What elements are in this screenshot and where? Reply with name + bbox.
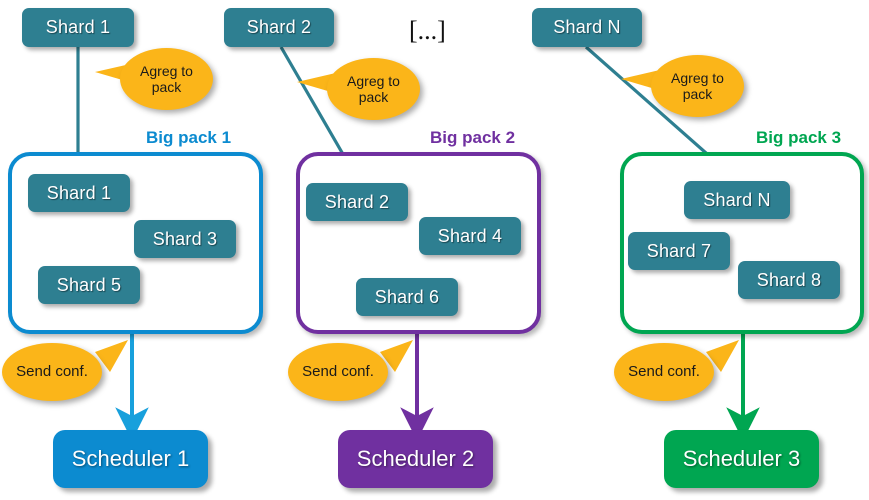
pack-3-shard-n[interactable]: Shard N	[684, 181, 790, 219]
top-shard-1[interactable]: Shard 1	[22, 8, 134, 47]
callout-send-conf-1: Send conf.	[2, 343, 102, 401]
pack-1-shard-3-label: Shard 3	[152, 228, 218, 249]
pack-3-shard-8-label: Shard 8	[756, 269, 822, 290]
ellipsis-marker: [...]	[409, 16, 446, 45]
callout-send-conf-2: Send conf.	[288, 343, 388, 401]
top-shard-1-label: Shard 1	[45, 17, 111, 37]
pack-1-shard-5-label: Shard 5	[56, 274, 122, 295]
pack-3-shard-8[interactable]: Shard 8	[738, 261, 840, 299]
scheduler-3[interactable]: Scheduler 3	[664, 430, 819, 488]
callout-send-conf-1-label: Send conf.	[16, 363, 88, 381]
pack-2-shard-4-label: Shard 4	[437, 225, 503, 246]
callout-agreg-to-pack-3: Agreg to pack	[651, 55, 744, 117]
callout-send-conf-2-label: Send conf.	[302, 363, 374, 381]
pack-1-shard-1[interactable]: Shard 1	[28, 174, 130, 212]
callout-agreg-1-line1: Agreg to	[140, 62, 193, 79]
pack-1-shard-1-label: Shard 1	[46, 182, 112, 203]
top-shard-2[interactable]: Shard 2	[224, 8, 334, 47]
pack-2-shard-4[interactable]: Shard 4	[419, 217, 521, 255]
callout-send-conf-3-label: Send conf.	[628, 363, 700, 381]
pack-3-shard-7-label: Shard 7	[646, 240, 712, 261]
scheduler-2[interactable]: Scheduler 2	[338, 430, 493, 488]
callout-agreg-2-line1: Agreg to	[347, 72, 400, 89]
callout-agreg-3-line2: pack	[682, 86, 713, 102]
pack-3-shard-n-label: Shard N	[703, 189, 771, 210]
top-shard-n[interactable]: Shard N	[532, 8, 642, 47]
pack-1-shard-3[interactable]: Shard 3	[134, 220, 236, 258]
top-shard-2-label: Shard 2	[246, 17, 312, 37]
callout-agreg-to-pack-2: Agreg to pack	[327, 58, 420, 120]
callout-agreg-3-line1: Agreg to	[671, 69, 724, 86]
callout-send-conf-3: Send conf.	[614, 343, 714, 401]
pack-2-shard-6-label: Shard 6	[374, 286, 440, 307]
pack-3-label: Big pack 3	[756, 128, 842, 147]
pack-2-shard-2-label: Shard 2	[324, 191, 390, 212]
callout-agreg-1-line2: pack	[151, 79, 182, 95]
scheduler-3-label: Scheduler 3	[682, 446, 801, 471]
callout-agreg-2-line2: pack	[358, 89, 389, 105]
pack-1-shard-5[interactable]: Shard 5	[38, 266, 140, 304]
pack-3-shard-7[interactable]: Shard 7	[628, 232, 730, 270]
pack-2-shard-2[interactable]: Shard 2	[306, 183, 408, 221]
top-shard-n-label: Shard N	[553, 17, 621, 37]
callout-agreg-to-pack-1: Agreg to pack	[120, 48, 213, 110]
scheduler-1[interactable]: Scheduler 1	[53, 430, 208, 488]
pack-1-label: Big pack 1	[146, 128, 232, 147]
scheduler-1-label: Scheduler 1	[71, 446, 190, 471]
pack-2-shard-6[interactable]: Shard 6	[356, 278, 458, 316]
pack-2-label: Big pack 2	[430, 128, 516, 147]
scheduler-2-label: Scheduler 2	[356, 446, 475, 471]
